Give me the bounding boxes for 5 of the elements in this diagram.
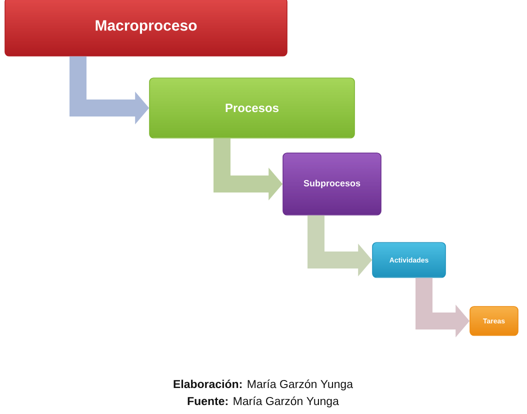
process-box: Procesos [149, 78, 355, 138]
credit-line: Elaboración: María Garzón Yunga [174, 380, 353, 390]
process-box: Macroproceso [4, 0, 288, 56]
credit-line: Fuente: María Garzón Yunga [188, 396, 339, 408]
process-box: Subprocesos [282, 152, 382, 216]
